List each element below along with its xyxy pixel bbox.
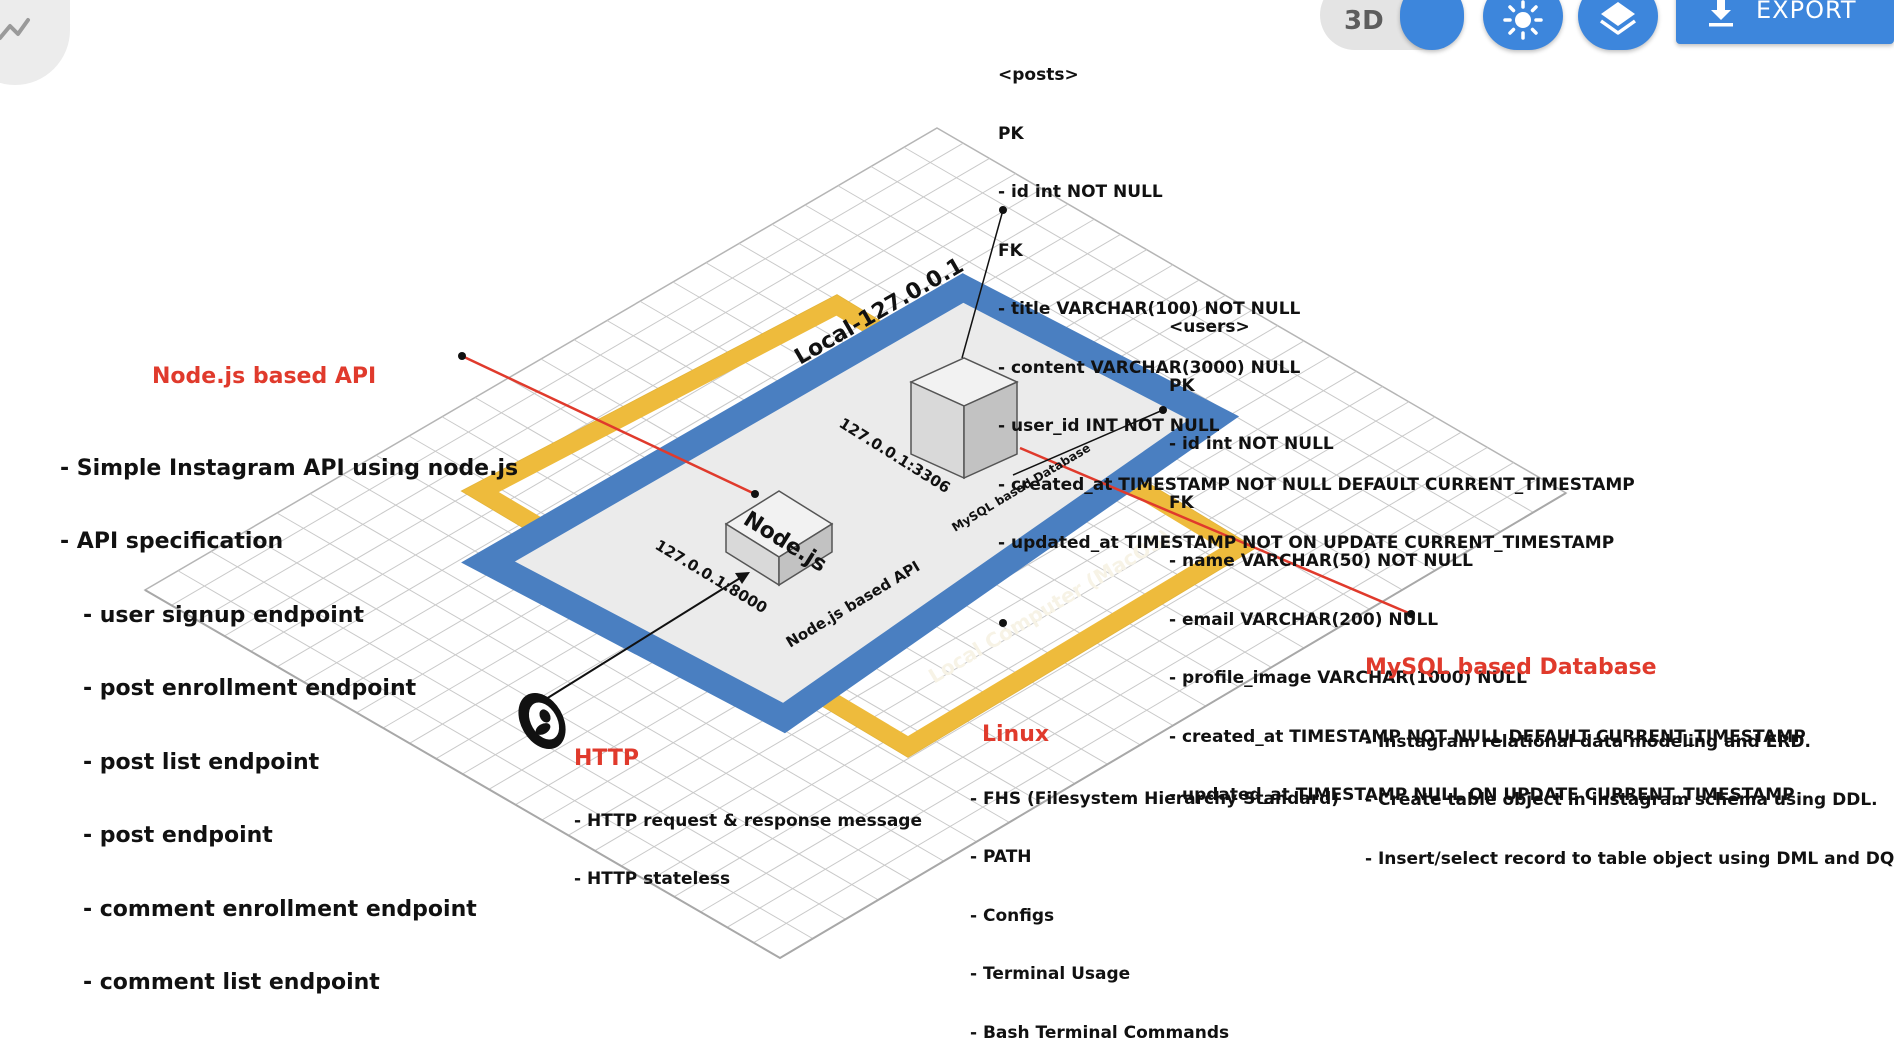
api-note-line: - Simple Instagram API using node.js xyxy=(60,455,519,481)
http-note-line: - HTTP request & response message xyxy=(574,810,922,831)
layers-icon xyxy=(1599,2,1637,35)
grid-line xyxy=(700,446,1488,913)
api-note-title: Node.js based API xyxy=(152,364,377,389)
users-table-note: <users> PK - id int NOT NULL FK - name V… xyxy=(1169,279,1806,825)
mysql-server-cube xyxy=(909,357,1019,480)
grid-edge xyxy=(144,492,1567,960)
users-line: - updated_at TIMESTAMP NULL ON UPDATE CU… xyxy=(1169,785,1795,805)
mysql-note-line: - Create table object in instagram schem… xyxy=(1365,790,1878,810)
posts-line: - id int NOT NULL xyxy=(998,182,1163,202)
users-line: - id int NOT NULL xyxy=(1169,434,1334,454)
users-line: <users> xyxy=(1169,317,1250,337)
api-note-line: - post enrollment endpoint xyxy=(60,676,417,701)
api-note-line: - comment enrollment endpoint xyxy=(60,896,477,922)
grid-line xyxy=(177,570,814,940)
theme-button[interactable] xyxy=(1483,0,1563,50)
download-icon xyxy=(1709,0,1733,27)
linux-note-title: Linux xyxy=(982,722,1050,747)
posts-line: PK xyxy=(998,123,1024,144)
posts-line: - user_id INT NOT NULL xyxy=(998,416,1220,436)
linux-note-line: - Configs xyxy=(970,905,1055,926)
sun-icon xyxy=(1503,0,1543,40)
nodejs-server-cube xyxy=(724,490,834,587)
posts-line: - created_at TIMESTAMP NOT NULL DEFAULT … xyxy=(998,474,1635,495)
view-mode-toggle-knob[interactable] xyxy=(1400,0,1464,50)
layers-button[interactable] xyxy=(1578,0,1658,50)
api-note-line: - user signup endpoint xyxy=(60,602,364,628)
http-note-line: - HTTP stateless xyxy=(574,869,731,889)
export-button[interactable]: EXPORT xyxy=(1676,0,1894,44)
http-note: HTTP - HTTP request & response message -… xyxy=(574,710,922,909)
http-note-title: HTTP xyxy=(574,746,640,771)
posts-line: - title VARCHAR(100) NOT NULL xyxy=(998,299,1301,319)
linux-note-line: - PATH xyxy=(970,847,1032,867)
posts-line: - content VARCHAR(3000) NULL xyxy=(998,357,1301,378)
export-label: EXPORT xyxy=(1756,0,1857,24)
view-mode-label: 3D xyxy=(1344,6,1384,36)
users-line: - email VARCHAR(200) NULL xyxy=(1169,609,1439,630)
mysql-note: MySQL based Database - Instagram relatio… xyxy=(1365,619,1894,889)
local-zone xyxy=(461,273,1240,734)
graph-icon xyxy=(0,18,30,40)
grid-line xyxy=(726,462,1514,928)
grid-line xyxy=(753,477,1541,944)
mysql-note-title: MySQL based Database xyxy=(1365,655,1657,680)
linux-note: Linux - FHS (Filesystem Hierarchy Standa… xyxy=(970,686,1339,1063)
mysql-note-line: - Instagram relational data modeling and… xyxy=(1365,731,1811,752)
api-note-line: - post endpoint xyxy=(60,823,273,848)
posts-line: FK xyxy=(998,240,1023,261)
linux-note-line: - Terminal Usage xyxy=(970,964,1131,984)
users-line: - profile_image VARCHAR(1000) NULL xyxy=(1169,668,1527,688)
grid-line xyxy=(276,512,912,881)
api-note: Node.js based API - Simple Instagram API… xyxy=(60,316,518,1020)
isometric-diagram: Local-127.0.0.1 Local Computer (MacOS) N… xyxy=(143,127,1568,960)
api-note-line: - post list endpoint xyxy=(60,749,320,775)
posts-table-note: <posts> PK - id int NOT NULL FK - title … xyxy=(998,27,1635,573)
linux-note-line: - FHS (Filesystem Hierarchy Standard) xyxy=(970,788,1340,809)
posts-line: <posts> xyxy=(998,65,1079,85)
users-line: FK xyxy=(1169,492,1194,513)
connectors xyxy=(458,206,1415,700)
users-line: - created_at TIMESTAMP NOT NULL DEFAULT … xyxy=(1169,726,1806,747)
users-line: - name VARCHAR(50) NOT NULL xyxy=(1169,551,1473,571)
users-line: PK xyxy=(1169,375,1195,396)
posts-line: - updated_at TIMESTAMP NOT ON UPDATE CUR… xyxy=(998,533,1615,553)
api-note-line: - API specification xyxy=(60,529,284,554)
linux-note-line: - Bash Terminal Commands xyxy=(970,1022,1230,1043)
user-avatar-icon xyxy=(518,692,566,750)
mysql-note-line: - Insert/select record to table object u… xyxy=(1365,848,1894,869)
api-note-line: - comment list endpoint xyxy=(60,970,380,995)
